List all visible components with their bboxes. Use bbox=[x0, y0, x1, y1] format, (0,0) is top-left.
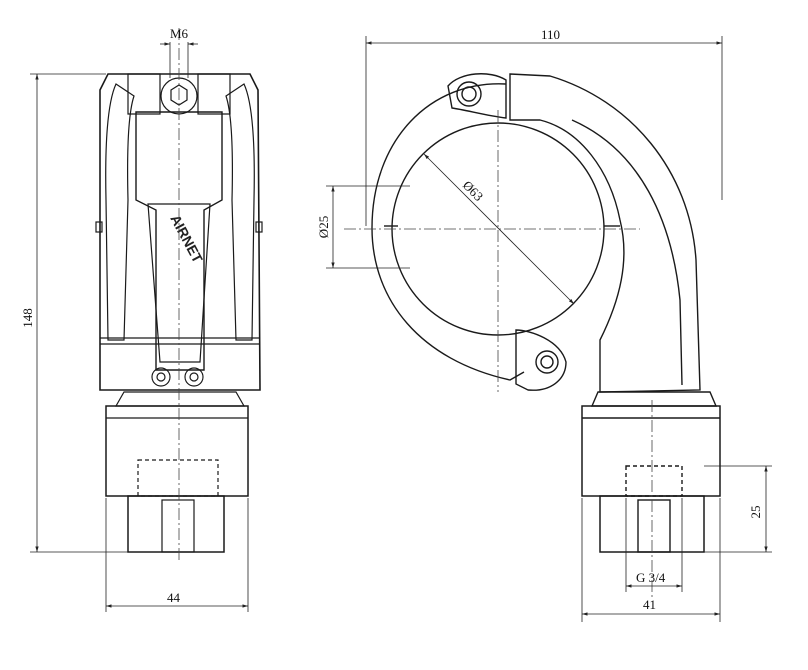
dim-m6-label: M6 bbox=[170, 26, 189, 41]
latch-pin-top-inner bbox=[461, 86, 477, 102]
clamp-ring-outer bbox=[371, 83, 525, 381]
dim-g34 bbox=[625, 498, 683, 592]
dim-148-label: 148 bbox=[20, 308, 35, 328]
latch-upper bbox=[447, 73, 507, 119]
dim-41 bbox=[581, 498, 721, 622]
front-nut bbox=[105, 405, 249, 497]
front-lower-fitting bbox=[127, 495, 225, 553]
latch-pin-top bbox=[456, 81, 482, 107]
dim-g34-label: G 3/4 bbox=[636, 570, 666, 585]
logo-plate bbox=[147, 203, 211, 363]
front-top-lug-left bbox=[127, 73, 161, 115]
dim-25 bbox=[704, 465, 772, 553]
gauge-right-inner bbox=[189, 372, 199, 382]
dim-m6 bbox=[160, 42, 198, 78]
side-centerlines bbox=[344, 110, 653, 600]
side-nut-inner bbox=[625, 465, 683, 497]
front-tab-right bbox=[255, 221, 263, 233]
elbow-body bbox=[509, 73, 701, 393]
side-neck bbox=[590, 391, 718, 407]
latch-pin-bottom bbox=[535, 350, 559, 374]
front-top-lug-right bbox=[197, 73, 231, 115]
gauge-left-inner bbox=[156, 372, 166, 382]
front-lower-inner bbox=[161, 499, 195, 553]
dim-110 bbox=[365, 36, 723, 226]
dim-44 bbox=[105, 498, 249, 612]
front-left-rib bbox=[105, 83, 135, 341]
side-nut bbox=[581, 405, 721, 497]
dim-d63-label: Ø63 bbox=[460, 178, 486, 204]
front-center-housing bbox=[135, 111, 223, 371]
dim-d25 bbox=[326, 185, 410, 269]
dim-d25-label: Ø25 bbox=[316, 216, 331, 238]
elbow-inner-curve bbox=[571, 119, 683, 386]
brand-logo: AIRNET bbox=[167, 212, 206, 266]
latch-pin-bottom-inner bbox=[540, 355, 554, 369]
front-right-rib bbox=[225, 83, 255, 341]
dim-110-label: 110 bbox=[541, 27, 560, 42]
gauge-right bbox=[184, 367, 204, 387]
dim-148 bbox=[30, 73, 128, 553]
front-nut-inner bbox=[137, 459, 219, 497]
front-body-outline bbox=[99, 73, 261, 391]
side-lower-inner bbox=[637, 499, 671, 553]
dim-d63 bbox=[423, 153, 575, 305]
dim-44-label: 44 bbox=[167, 590, 181, 605]
latch-lower bbox=[515, 329, 567, 391]
gauge-left bbox=[151, 367, 171, 387]
dim-25-label: 25 bbox=[748, 506, 763, 519]
side-view bbox=[371, 73, 721, 553]
front-tab-left bbox=[95, 221, 103, 233]
front-neck bbox=[114, 391, 246, 407]
dim-41-label: 41 bbox=[643, 597, 656, 612]
